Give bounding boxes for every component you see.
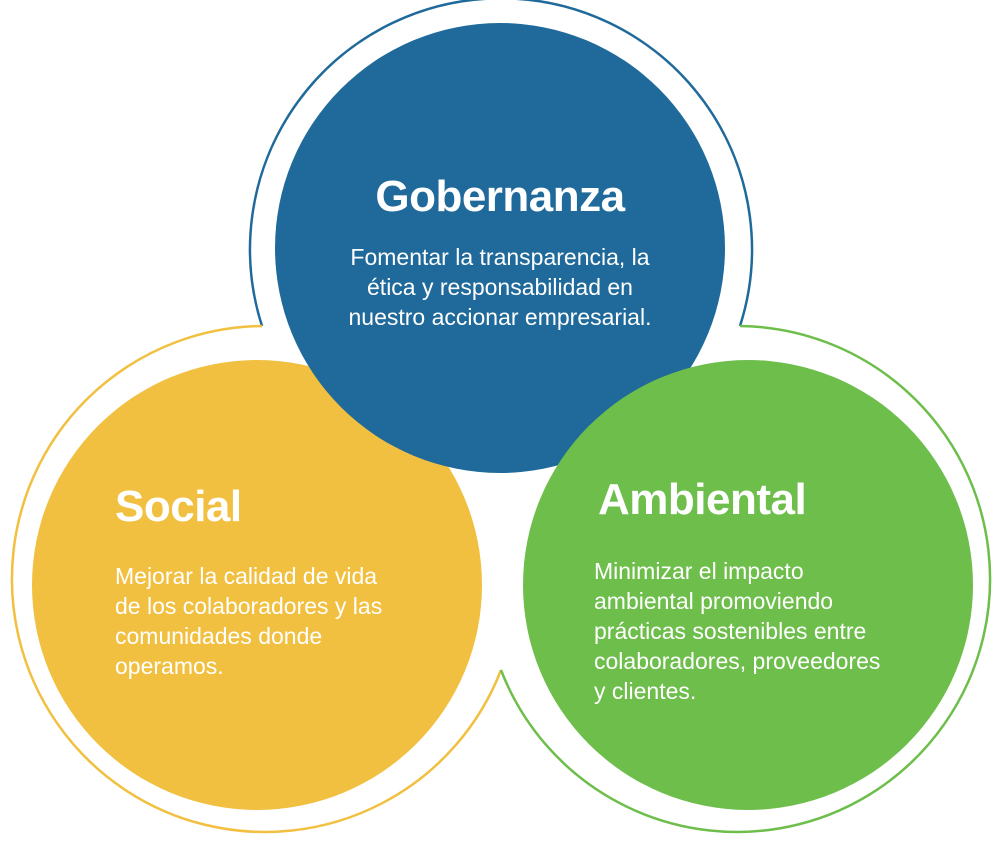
social-circle: [32, 360, 482, 810]
gobernanza-title: Gobernanza: [375, 172, 625, 221]
text-line: Minimizar el impacto: [594, 558, 804, 584]
text-line: Mejorar la calidad de vida: [115, 563, 378, 589]
text-line: ambiental promoviendo: [594, 588, 834, 614]
text-line: de los colaboradores y las: [115, 593, 383, 619]
social-description: Mejorar la calidad de vida de los colabo…: [115, 561, 382, 681]
text-line: ética y responsabilidad en: [367, 274, 633, 300]
ambiental-outer-ring: [499, 324, 992, 834]
text-line: colaboradores, proveedores: [594, 648, 881, 674]
text-line: Fomentar la transparencia, la: [350, 244, 650, 270]
gobernanza-outer-ring: [248, 0, 754, 327]
ambiental-circle: [523, 360, 973, 810]
text-line: y clientes.: [594, 678, 697, 704]
text-line: operamos.: [115, 653, 224, 679]
text-line: nuestro accionar empresarial.: [348, 304, 652, 330]
ambiental-description: Minimizar el impacto ambiental promovien…: [594, 556, 880, 706]
social-outer-ring: [10, 324, 503, 834]
ambiental-title: Ambiental: [598, 475, 807, 524]
text-line: prácticas sostenibles entre: [594, 618, 867, 644]
text-line: comunidades donde: [115, 623, 323, 649]
social-title: Social: [115, 482, 242, 531]
gobernanza-circle: [275, 23, 725, 473]
gobernanza-description: Fomentar la transparencia, la ética y re…: [0, 242, 1000, 332]
